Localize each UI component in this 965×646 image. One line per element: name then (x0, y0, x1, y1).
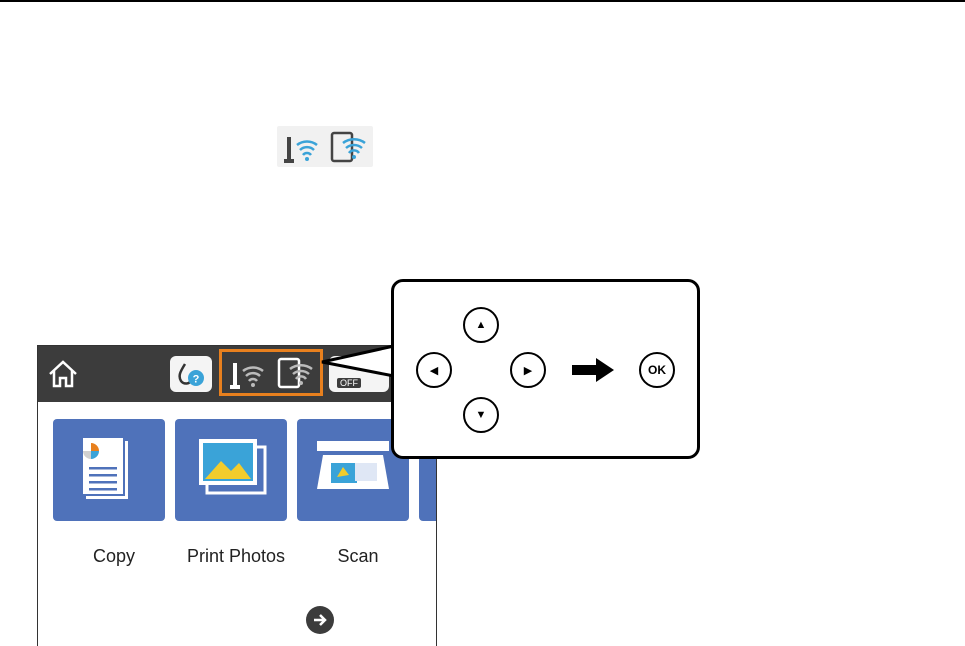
arrow-right-circle-icon (306, 606, 334, 634)
scan-label: Scan (288, 546, 428, 567)
photo-icon (175, 419, 287, 521)
copy-tile[interactable] (53, 419, 165, 521)
right-arrow-icon (570, 356, 616, 384)
ink-drop-help-icon: ? (170, 356, 212, 392)
home-icon[interactable] (46, 358, 80, 390)
network-status-highlight[interactable] (219, 349, 323, 396)
print-photos-label: Print Photos (166, 546, 306, 567)
left-button[interactable]: ◀ (416, 352, 452, 388)
top-divider (0, 0, 965, 2)
svg-text:?: ? (193, 374, 200, 386)
down-button[interactable]: ▼ (463, 397, 499, 433)
next-page-button[interactable] (306, 606, 334, 634)
button-guide-callout: ▲ ◀ ▶ ▼ OK (391, 279, 700, 459)
copy-document-icon (53, 419, 165, 521)
network-status-icons (277, 126, 373, 167)
wifi-router-icon (281, 129, 321, 165)
ok-button[interactable]: OK (639, 352, 675, 388)
wifi-router-icon (227, 355, 267, 391)
printer-home-screen: ? OFF (37, 345, 437, 646)
up-button[interactable]: ▲ (463, 307, 499, 343)
copy-label: Copy (44, 546, 184, 567)
callout-pointer (318, 340, 398, 384)
wifi-direct-device-icon (329, 129, 369, 165)
print-photos-tile[interactable] (175, 419, 287, 521)
ink-status-button[interactable]: ? (170, 356, 212, 392)
wifi-direct-device-icon (276, 355, 316, 391)
right-button[interactable]: ▶ (510, 352, 546, 388)
